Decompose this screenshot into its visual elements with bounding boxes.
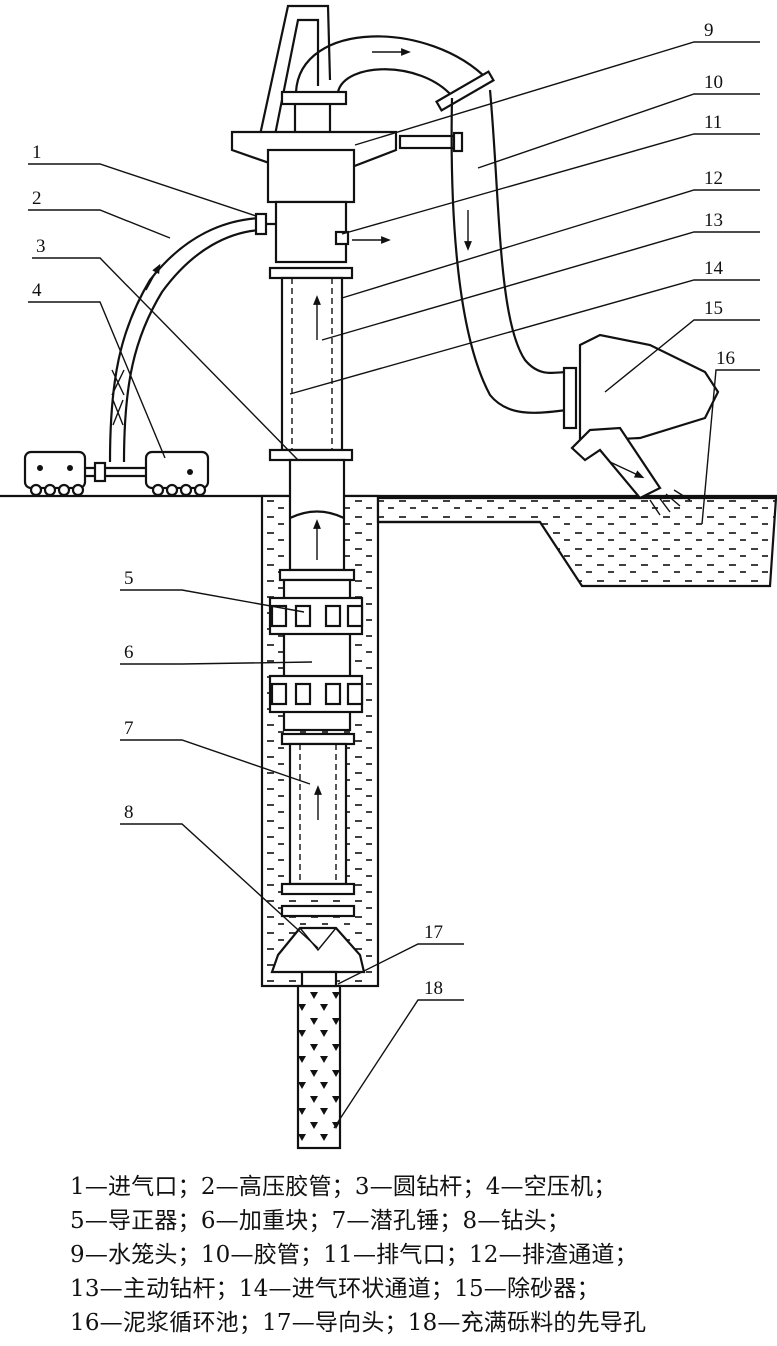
legend-line-2: 5—导正器；6—加重块；7—潜孔锤；8—钻头； xyxy=(70,1208,571,1234)
air-compressor-right xyxy=(144,450,210,497)
callout-7: 7 xyxy=(124,718,134,739)
pilot-hole-gravel xyxy=(296,984,342,1150)
callout-14: 14 xyxy=(704,258,724,279)
legend: 1—进气口；2—高压胶管；3—圆钻杆；4—空压机； 5—导正器；6—加重块；7—… xyxy=(0,1162,777,1346)
drill-bit xyxy=(270,926,366,988)
legend-line-1: 1—进气口；2—高压胶管；3—圆钻杆；4—空压机； xyxy=(70,1174,617,1200)
callout-15: 15 xyxy=(704,298,723,319)
callout-16: 16 xyxy=(716,348,735,369)
callout-18: 18 xyxy=(424,978,443,999)
callout-4: 4 xyxy=(32,280,42,301)
callout-3: 3 xyxy=(36,236,46,257)
callout-5: 5 xyxy=(124,568,134,589)
gooseneck-pipe xyxy=(294,35,495,112)
callout-9: 9 xyxy=(704,20,714,41)
legend-line-5: 16—泥浆循环池；17—导向头；18—充满砾料的先导孔 xyxy=(70,1310,647,1336)
round-drill-rod xyxy=(288,458,346,572)
discharge-hose xyxy=(450,89,569,414)
desander xyxy=(562,333,720,516)
compressor-coupling xyxy=(85,461,146,483)
legend-line-4: 13—主动钻杆；14—进气环状通道；15—除砂器； xyxy=(70,1276,600,1302)
callout-17: 17 xyxy=(424,922,443,943)
swivel-head xyxy=(230,4,464,204)
high-pressure-hose xyxy=(108,216,261,463)
drilling-system-diagram: 1 2 3 4 5 6 7 8 9 10 11 12 13 14 15 16 1… xyxy=(0,4,777,1150)
callout-13: 13 xyxy=(704,210,723,231)
callout-1: 1 xyxy=(32,142,42,163)
centralizers-and-weight xyxy=(268,568,364,732)
air-compressor-left xyxy=(23,450,87,497)
callout-2: 2 xyxy=(32,188,42,209)
active-drill-rod xyxy=(268,200,391,462)
callout-10: 10 xyxy=(704,72,723,93)
callout-6: 6 xyxy=(124,642,134,663)
callout-11: 11 xyxy=(704,112,722,133)
callout-12: 12 xyxy=(704,168,723,189)
callout-leaders xyxy=(28,41,760,1129)
callout-8: 8 xyxy=(124,802,134,823)
dth-hammer xyxy=(280,732,356,918)
mud-channel-and-pool xyxy=(376,496,777,588)
legend-line-3: 9—水笼头；10—胶管；11—排气口；12—排渣通道； xyxy=(70,1242,638,1268)
callout-numbers: 1 2 3 4 5 6 7 8 9 10 11 12 13 14 15 16 1… xyxy=(32,20,735,999)
